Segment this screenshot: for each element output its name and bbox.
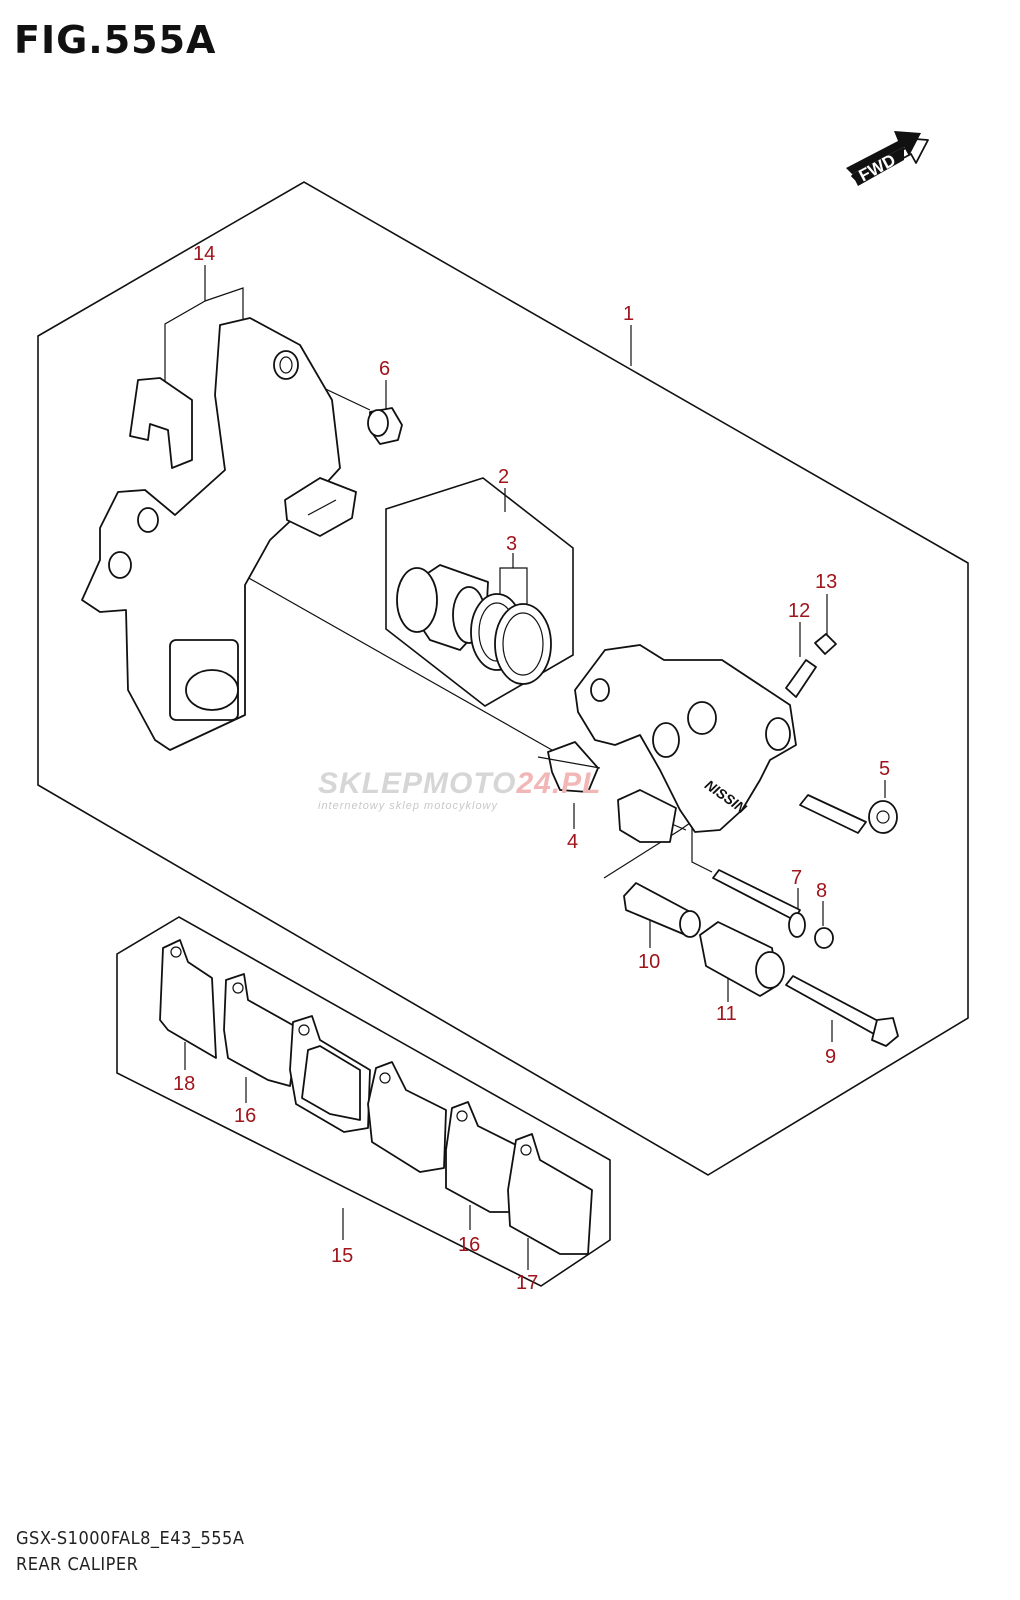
callout-17: 17 <box>516 1272 538 1294</box>
callout-16b: 16 <box>458 1234 480 1256</box>
callout-9: 9 <box>825 1046 836 1068</box>
callout-7: 7 <box>791 867 802 889</box>
mounting-bolt <box>785 975 899 1047</box>
callout-4: 4 <box>567 831 578 853</box>
callout-5: 5 <box>879 758 890 780</box>
callout-1: 1 <box>623 303 634 325</box>
callout-14: 14 <box>193 243 215 265</box>
callout-10: 10 <box>638 951 660 973</box>
brake-pads <box>159 939 593 1255</box>
watermark-tagline: internetowy sklep motocyklowy <box>318 800 499 812</box>
callout-2: 2 <box>498 466 509 488</box>
piston-kit-box <box>385 477 574 707</box>
model-code: GSX-S1000FAL8_E43_555A <box>16 1528 245 1549</box>
caliper-assembly-box <box>37 181 969 1176</box>
leader-lines <box>149 265 886 1270</box>
fwd-arrow-icon: FWD <box>846 131 929 186</box>
callout-15: 15 <box>331 1245 353 1267</box>
callout-13: 13 <box>815 571 837 593</box>
callout-12: 12 <box>788 600 810 622</box>
callout-3: 3 <box>506 533 517 555</box>
piston-and-seals <box>396 564 552 685</box>
callout-labels: 1 2 3 4 5 6 7 8 9 10 11 12 13 14 15 16 1… <box>173 243 890 1294</box>
callout-18: 18 <box>173 1073 195 1095</box>
pin-boots <box>617 789 785 997</box>
bleeder-screw <box>785 633 837 698</box>
watermark-brand: SKLEPMOTO24.PL <box>318 767 602 800</box>
callout-16a: 16 <box>234 1105 256 1127</box>
pad-spring <box>537 741 601 793</box>
callout-6: 6 <box>379 358 390 380</box>
caliper-body: NISSIN <box>574 644 797 833</box>
figure-title: FIG.555A <box>14 18 217 62</box>
cap-nut <box>367 407 403 445</box>
callout-8: 8 <box>816 880 827 902</box>
section-name: REAR CALIPER <box>16 1554 139 1575</box>
callout-11: 11 <box>716 1003 737 1025</box>
slide-pin <box>799 794 898 834</box>
caliper-bracket <box>81 317 357 751</box>
watermark: SKLEPMOTO24.PL internetowy sklep motocyk… <box>318 767 602 812</box>
pad-set-box <box>116 916 611 1287</box>
pin-bolt <box>712 869 834 949</box>
